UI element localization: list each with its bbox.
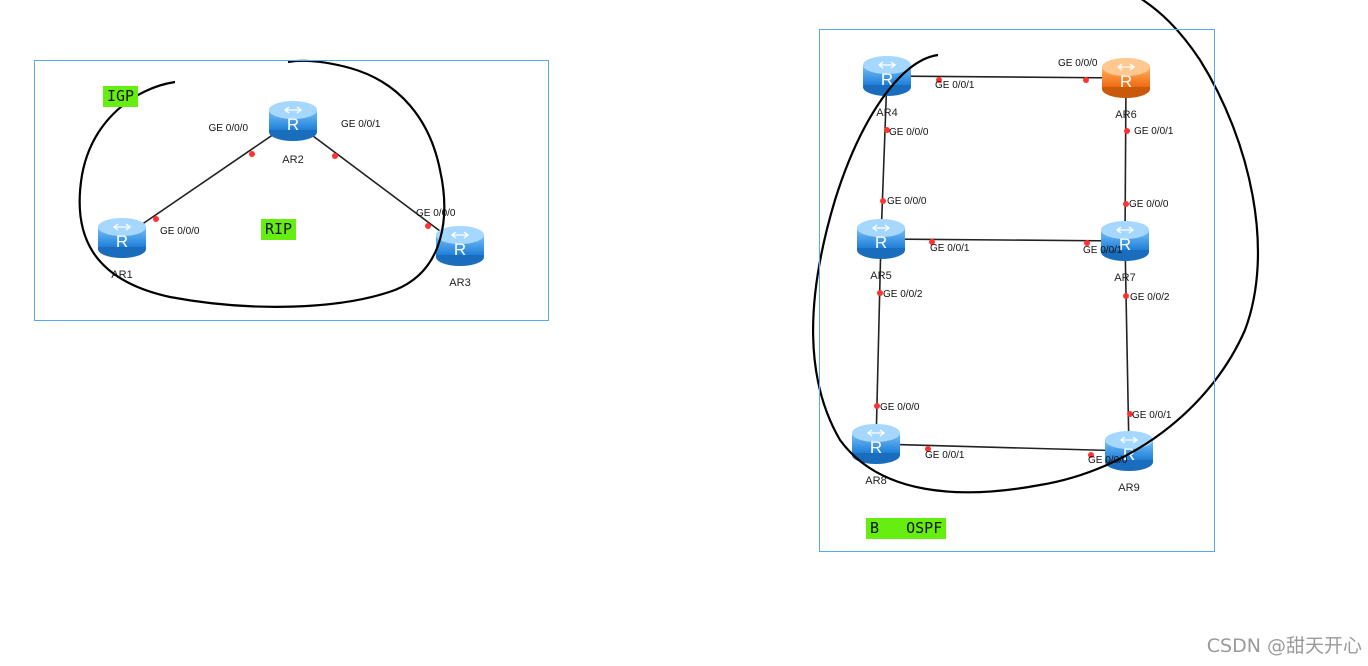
port-label-ar9: GE 0/0/0 (1088, 455, 1128, 466)
port-label-ar4: GE 0/0/1 (935, 80, 975, 91)
port-label-ar2: GE 0/0/1 (341, 119, 381, 130)
hand-drawn-circle-left (78, 59, 446, 308)
port-dot (1124, 128, 1130, 134)
router-ar5[interactable]: R (857, 219, 905, 259)
port-dot (936, 77, 942, 83)
port-dot (425, 223, 431, 229)
port-label-ar8: GE 0/0/1 (925, 450, 965, 461)
router-icon-glyph: R (1120, 72, 1132, 91)
port-dot (249, 151, 255, 157)
port-dot (1127, 411, 1133, 417)
link-ar4-ar5 (880, 75, 888, 240)
port-dot (1123, 201, 1129, 207)
router-icon-glyph: R (287, 115, 299, 134)
port-dot (929, 239, 935, 245)
port-dot (153, 216, 159, 222)
router-ar2[interactable]: R (269, 101, 317, 141)
tag-ospf: B OSPF (866, 518, 947, 539)
link-ar5-ar8 (875, 238, 882, 445)
port-dot (925, 446, 931, 452)
port-label-ar5: GE 0/0/0 (887, 196, 927, 207)
port-dot (1123, 293, 1129, 299)
tag-rip: RIP (261, 219, 297, 240)
port-dot (1088, 452, 1094, 458)
port-label-ar7: GE 0/0/0 (1129, 199, 1169, 210)
router-label-ar4: AR4 (876, 107, 897, 119)
port-label-ar5: GE 0/0/1 (930, 243, 970, 254)
port-label-ar8: GE 0/0/0 (880, 402, 920, 413)
port-dot (1084, 240, 1090, 246)
port-label-ar6: GE 0/0/0 (1058, 58, 1098, 69)
port-dot (877, 290, 883, 296)
router-icon-glyph: R (454, 240, 466, 259)
port-label-ar7: GE 0/0/2 (1130, 292, 1170, 303)
router-label-ar6: AR6 (1115, 109, 1136, 121)
router-icon-glyph: R (875, 233, 887, 252)
port-dot (1083, 77, 1089, 83)
router-ar8[interactable]: R (852, 424, 900, 464)
router-label-ar5: AR5 (870, 270, 891, 282)
port-label-ar2: GE 0/0/0 (209, 123, 249, 134)
router-icon-glyph: R (881, 70, 893, 89)
port-dot (880, 198, 886, 204)
router-ar4[interactable]: R (863, 56, 911, 96)
port-label-ar3: GE 0/0/0 (416, 208, 456, 219)
router-label-ar3: AR3 (449, 277, 470, 289)
port-dot (874, 403, 880, 409)
port-dot (332, 153, 338, 159)
router-ar3[interactable]: R (436, 226, 484, 266)
router-icon-glyph: R (1119, 235, 1131, 254)
router-label-ar8: AR8 (865, 475, 886, 487)
tag-igp: IGP (103, 86, 139, 107)
link-ar8-ar9 (875, 443, 1130, 452)
port-dot (884, 127, 890, 133)
router-label-ar2: AR2 (282, 154, 303, 166)
port-label-ar5: GE 0/0/2 (883, 289, 923, 300)
router-icon-glyph: R (870, 438, 882, 457)
hand-drawn-circle-right (812, 0, 1260, 494)
link-ar6-ar7 (1124, 77, 1127, 242)
router-ar7[interactable]: R (1101, 221, 1149, 261)
router-label-ar1: AR1 (111, 269, 132, 281)
area-box-left (34, 60, 549, 321)
port-label-ar1: GE 0/0/0 (160, 226, 200, 237)
router-icon-glyph: R (116, 232, 128, 251)
port-label-ar6: GE 0/0/1 (1134, 126, 1174, 137)
link-ar5-ar7 (880, 238, 1126, 242)
router-ar1[interactable]: R (98, 218, 146, 258)
router-label-ar7: AR7 (1114, 272, 1135, 284)
port-label-ar4: GE 0/0/0 (889, 127, 929, 138)
watermark: CSDN @甜天开心 (1206, 635, 1362, 657)
router-label-ar9: AR9 (1118, 482, 1139, 494)
port-label-ar7: GE 0/0/1 (1083, 245, 1123, 256)
link-ar1-ar2 (121, 120, 294, 239)
port-label-ar9: GE 0/0/1 (1132, 410, 1172, 421)
area-box-right (819, 29, 1215, 552)
link-ar2-ar3 (292, 120, 461, 247)
router-ar6[interactable]: R (1102, 58, 1150, 98)
router-ar9[interactable]: R (1105, 431, 1153, 471)
